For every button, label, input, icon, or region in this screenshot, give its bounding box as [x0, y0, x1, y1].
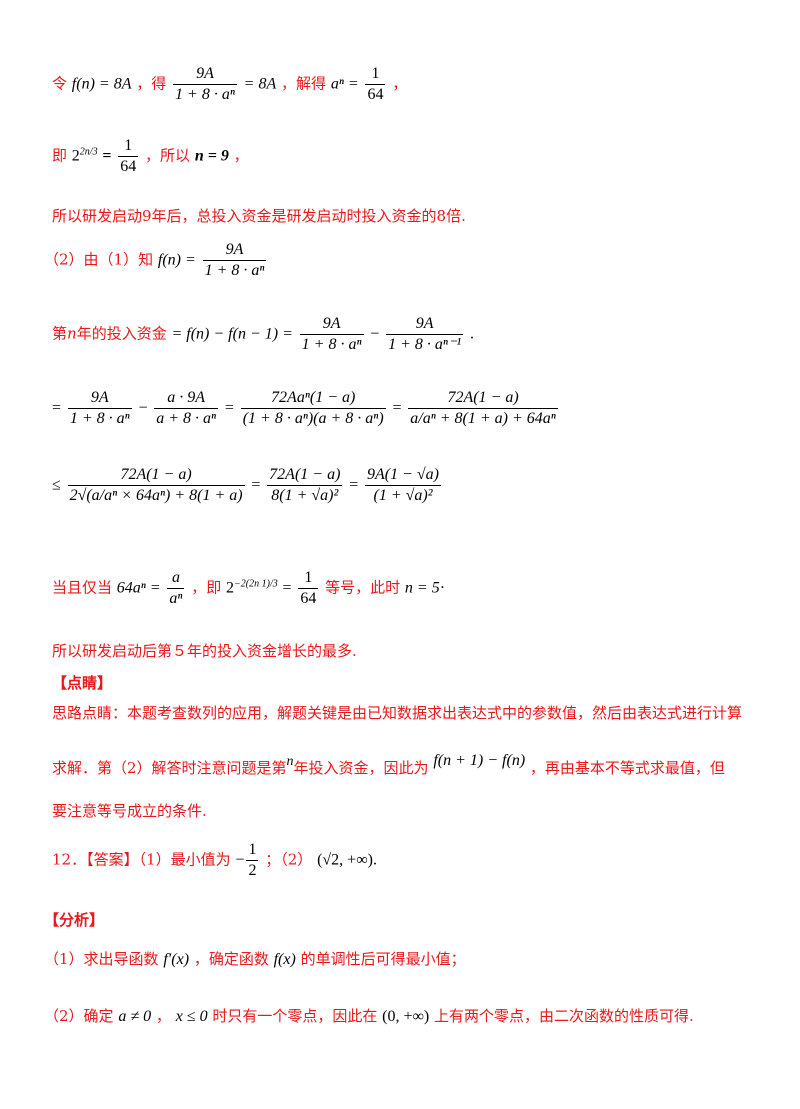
math: = f(n) − f(n − 1) =: [171, 325, 293, 343]
section-heading-fenxi: 【分析】: [44, 911, 105, 929]
math: f(n) = 8A: [71, 75, 132, 93]
math: =: [52, 399, 62, 417]
line-12: 求解．第（2）解答时注意问题是第n年投入资金，因此为 f(n + 1) − f(…: [52, 752, 725, 778]
line-9: 所以研发启动后第５年的投入资金增长的最多.: [52, 642, 357, 660]
text: ，: [233, 146, 249, 165]
line-11: 思路点睛：本题考查数列的应用，解题关键是由已知数据求出表达式中的参数值，然后由表…: [52, 704, 743, 722]
math: x ≤ 0: [175, 1008, 208, 1025]
math: 64aⁿ =: [116, 579, 161, 597]
math: n: [286, 754, 294, 769]
text: 等号，此时: [325, 578, 401, 597]
line-7: ≤ 72A(1 − a)2√(a/aⁿ × 64aⁿ) + 8(1 + a) =…: [52, 465, 443, 506]
text: n: [67, 324, 77, 343]
text: ，解得: [281, 74, 327, 93]
math: n = 9: [194, 147, 229, 165]
math: n = 5: [404, 579, 440, 597]
fraction: 72A(1 − a)a/aⁿ + 8(1 + a) + 64aⁿ: [408, 389, 558, 427]
math: .: [469, 325, 474, 343]
math: −: [138, 399, 148, 417]
text: ，: [155, 1007, 171, 1025]
fraction: 9A(1 − √a)(1 + √a)²: [365, 466, 442, 504]
text: ；（2）: [265, 850, 313, 869]
math: =: [392, 399, 402, 417]
text: 令: [52, 74, 68, 93]
text: 12．【答案】（1）最小值为: [52, 850, 231, 869]
exponent: −2(2n 1)/3: [234, 578, 278, 590]
line-17: （2）确定 a ≠ 0 ， x ≤ 0 时只有一个零点，因此在 (0, +∞) …: [44, 1005, 694, 1026]
math: 2: [226, 579, 235, 597]
text: 年投入资金，因此为: [293, 759, 429, 777]
math: f(n) =: [157, 251, 196, 269]
text: ，所以: [145, 146, 191, 165]
text: ，得: [136, 74, 167, 93]
text: （2）由（1）知: [44, 250, 154, 269]
text: 时只有一个零点，因此在: [212, 1007, 378, 1025]
text: （2）确定: [44, 1007, 114, 1025]
text: 第: [52, 324, 68, 343]
text: 求解．第（2）解答时注意问题是第: [52, 759, 287, 777]
fraction: 72Aaⁿ(1 − a)(1 + 8 · aⁿ)(a + 8 · aⁿ): [240, 389, 386, 427]
text: ，再由基本不等式求最值，但: [529, 759, 725, 777]
math: =: [224, 399, 234, 417]
text: 当且仅当: [52, 578, 113, 597]
text: 上有两个零点，由二次函数的性质可得.: [434, 1007, 694, 1025]
text: 年的投入资金: [76, 324, 167, 343]
text: 的单调性后可得最小值；: [300, 950, 466, 968]
math: aⁿ =: [330, 75, 359, 93]
line-16: （1）求出导函数 f′(x) ，确定函数 f(x) 的单调性后可得最小值；: [44, 948, 466, 969]
line-13: 要注意等号成立的条件.: [52, 802, 207, 820]
math: a ≠ 0: [118, 1008, 152, 1025]
math: −: [235, 851, 245, 869]
math: =: [349, 476, 359, 494]
math: =: [282, 579, 292, 597]
text: ，即: [191, 578, 222, 597]
math: ·: [439, 579, 446, 597]
text: 即: [52, 146, 68, 165]
math: .: [372, 851, 377, 869]
math: (√2, +∞): [317, 851, 373, 869]
math: =: [102, 147, 112, 165]
math: = 8A: [243, 75, 277, 93]
math: −: [370, 325, 380, 343]
text: （1）求出导函数: [44, 950, 159, 968]
math: f(x): [273, 951, 296, 968]
line-3: 所以研发启动9年后，总投入资金是研发启动时投入资金的8倍.: [52, 207, 466, 225]
section-heading-dianjing: 【点睛】: [52, 674, 113, 692]
math: (0, +∞): [382, 1008, 430, 1025]
math: 2: [71, 147, 80, 165]
text: ，: [392, 74, 408, 93]
math: =: [251, 476, 261, 494]
math: ≤: [52, 476, 61, 494]
exponent: 2n/3: [79, 146, 98, 158]
math: f(n + 1) − f(n): [433, 752, 526, 769]
fraction: 72A(1 − a)8(1 + √a)²: [267, 466, 343, 504]
math: f′(x): [163, 951, 190, 968]
text: ，确定函数: [193, 950, 269, 968]
fraction: 72A(1 − a)2√(a/aⁿ × 64aⁿ) + 8(1 + a): [67, 466, 245, 504]
